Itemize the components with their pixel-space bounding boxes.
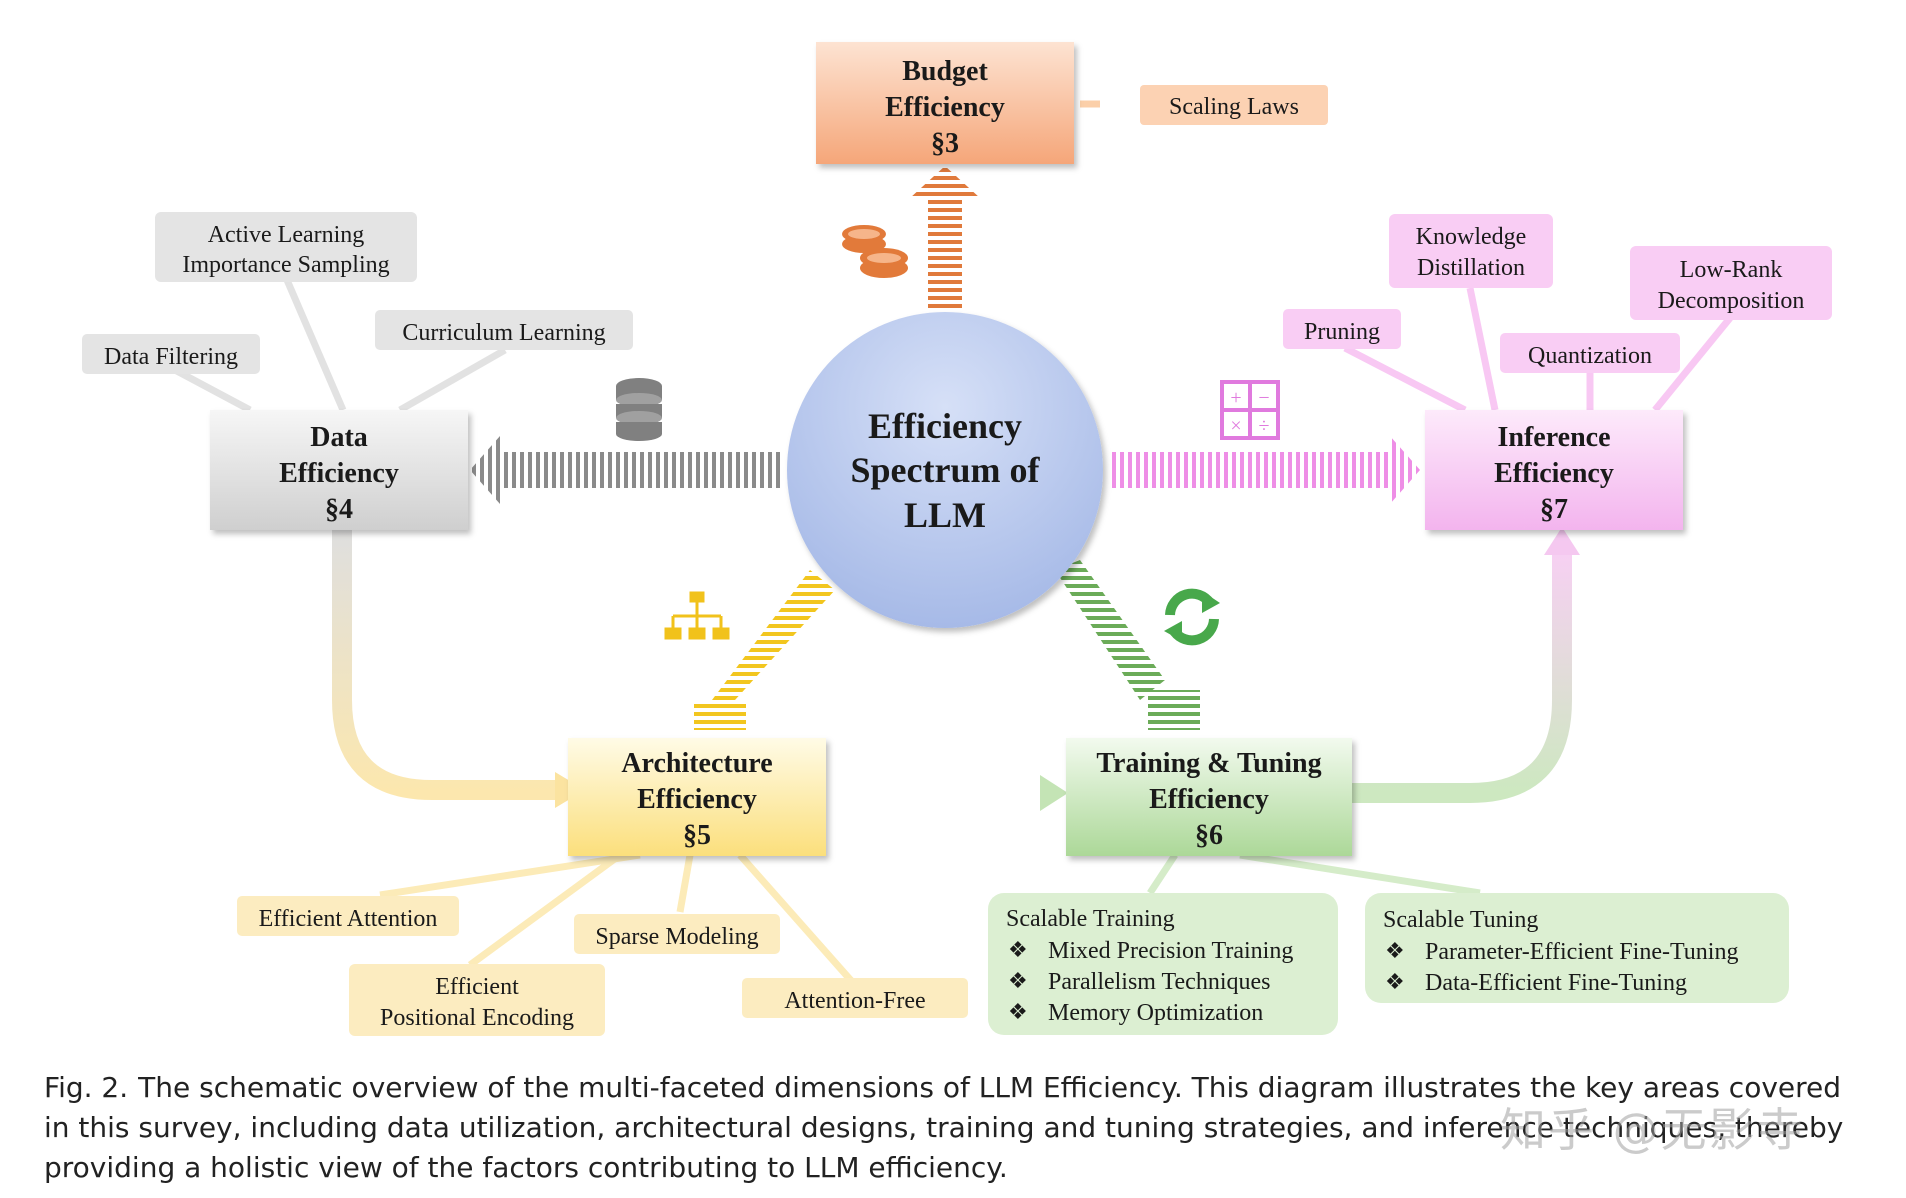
leaf-low-rank-text: Low-Rank xyxy=(1680,257,1783,283)
center-line-2: Spectrum of xyxy=(851,450,1041,490)
leaf-knowledge-distillation: Knowledge Distillation xyxy=(1389,214,1553,288)
leaf-attention-free: Attention-Free xyxy=(742,978,968,1018)
leaf-efficient-attention-text: Efficient Attention xyxy=(259,906,438,932)
refresh-icon xyxy=(1164,588,1220,646)
budget-line-1: Budget xyxy=(902,56,988,87)
scalable-tuning-item-2: Data-Efficient Fine-Tuning xyxy=(1425,970,1687,996)
bullet-icon: ❖ xyxy=(1008,999,1028,1024)
inference-line-1: Inference xyxy=(1498,422,1611,453)
architecture-line-1: Architecture xyxy=(621,748,772,779)
caption-text: The schematic overview of the multi-face… xyxy=(44,1071,1844,1184)
coins-icon xyxy=(842,225,908,278)
leaf-quantization-text: Quantization xyxy=(1528,343,1652,369)
arrow-to-budget xyxy=(910,166,980,308)
calculator-icon: + − × ÷ xyxy=(1220,380,1280,440)
arrow-to-data xyxy=(470,436,782,504)
leaf-pruning: Pruning xyxy=(1283,309,1401,349)
inference-line-2: Efficiency xyxy=(1494,458,1614,489)
hierarchy-icon xyxy=(664,591,730,640)
leaf-data-filtering: Data Filtering xyxy=(82,334,260,374)
leaf-data-filtering-text: Data Filtering xyxy=(104,344,238,370)
caption-label: Fig. 2. xyxy=(44,1071,129,1104)
database-icon xyxy=(616,378,662,441)
leaf-active-learning: Active Learning Importance Sampling xyxy=(155,212,417,282)
svg-text:÷: ÷ xyxy=(1259,415,1270,437)
training-efficiency-node: Training & Tuning Efficiency §6 xyxy=(1066,738,1352,856)
leaf-scalable-tuning: Scalable Tuning ❖ Parameter-Efficient Fi… xyxy=(1365,893,1789,1003)
leaf-positional-text: Positional Encoding xyxy=(380,1005,574,1031)
data-section: §4 xyxy=(325,494,353,525)
budget-line-2: Efficiency xyxy=(885,92,1005,123)
training-line-2: Efficiency xyxy=(1149,784,1269,815)
training-section: §6 xyxy=(1195,820,1223,851)
budget-section: §3 xyxy=(931,128,959,159)
scalable-tuning-title: Scalable Tuning xyxy=(1383,907,1538,933)
bullet-icon: ❖ xyxy=(1008,937,1028,962)
leaf-distillation-text: Distillation xyxy=(1417,255,1525,281)
flow-arrows xyxy=(332,527,1580,811)
bullet-icon: ❖ xyxy=(1385,969,1405,994)
leaf-curriculum-learning: Curriculum Learning xyxy=(375,310,633,350)
inference-section: §7 xyxy=(1540,494,1568,525)
budget-efficiency-node: Budget Efficiency §3 xyxy=(816,42,1074,164)
center-line-1: Efficiency xyxy=(868,406,1022,446)
center-line-3: LLM xyxy=(904,495,986,535)
center-node: Efficiency Spectrum of LLM xyxy=(787,312,1103,628)
scalable-training-item-1: Mixed Precision Training xyxy=(1048,938,1293,964)
leaf-attention-free-text: Attention-Free xyxy=(784,988,925,1014)
inference-efficiency-node: Inference Efficiency §7 xyxy=(1425,410,1683,530)
bullet-icon: ❖ xyxy=(1385,938,1405,963)
leaf-curriculum-learning-text: Curriculum Learning xyxy=(402,320,605,346)
leaf-scalable-training: Scalable Training ❖ Mixed Precision Trai… xyxy=(988,893,1338,1035)
watermark: 知乎 @无影寺 xyxy=(1500,1103,1805,1157)
svg-text:+: + xyxy=(1230,387,1241,409)
scalable-training-title: Scalable Training xyxy=(1006,906,1175,932)
arrow-to-architecture xyxy=(694,570,835,730)
leaf-quantization: Quantization xyxy=(1500,333,1680,373)
scalable-tuning-item-1: Parameter-Efficient Fine-Tuning xyxy=(1425,939,1738,965)
leaf-sparse-modeling-text: Sparse Modeling xyxy=(595,924,758,950)
leaf-connectors xyxy=(173,100,1733,988)
leaf-active-learning-text: Active Learning xyxy=(208,222,365,248)
leaf-scaling-laws-text: Scaling Laws xyxy=(1169,94,1299,120)
arrow-to-inference xyxy=(1108,436,1420,504)
scalable-training-item-2: Parallelism Techniques xyxy=(1048,969,1271,995)
leaf-knowledge-text: Knowledge xyxy=(1416,224,1527,250)
architecture-efficiency-node: Architecture Efficiency §5 xyxy=(568,738,826,856)
data-efficiency-node: Data Efficiency §4 xyxy=(210,410,468,530)
leaf-efficient-attention: Efficient Attention xyxy=(237,896,459,936)
svg-text:×: × xyxy=(1230,415,1241,437)
leaf-low-rank-decomposition: Low-Rank Decomposition xyxy=(1630,246,1832,320)
data-line-2: Efficiency xyxy=(279,458,399,489)
leaf-efficient-text: Efficient xyxy=(435,974,519,1000)
leaf-sparse-modeling: Sparse Modeling xyxy=(574,914,780,954)
svg-text:−: − xyxy=(1258,387,1269,409)
data-line-1: Data xyxy=(310,422,368,453)
leaf-scaling-laws: Scaling Laws xyxy=(1140,85,1328,125)
architecture-section: §5 xyxy=(683,820,711,851)
bullet-icon: ❖ xyxy=(1008,968,1028,993)
figure-caption: Fig. 2.The schematic overview of the mul… xyxy=(44,1068,1874,1188)
training-line-1: Training & Tuning xyxy=(1096,748,1321,779)
scalable-training-item-3: Memory Optimization xyxy=(1048,1000,1263,1026)
arrow-to-training xyxy=(1055,560,1200,730)
leaf-decomposition-text: Decomposition xyxy=(1658,288,1805,314)
leaf-pruning-text: Pruning xyxy=(1304,319,1380,345)
leaf-positional-encoding: Efficient Positional Encoding xyxy=(349,964,605,1036)
leaf-importance-sampling-text: Importance Sampling xyxy=(182,252,389,278)
architecture-line-2: Efficiency xyxy=(637,784,757,815)
